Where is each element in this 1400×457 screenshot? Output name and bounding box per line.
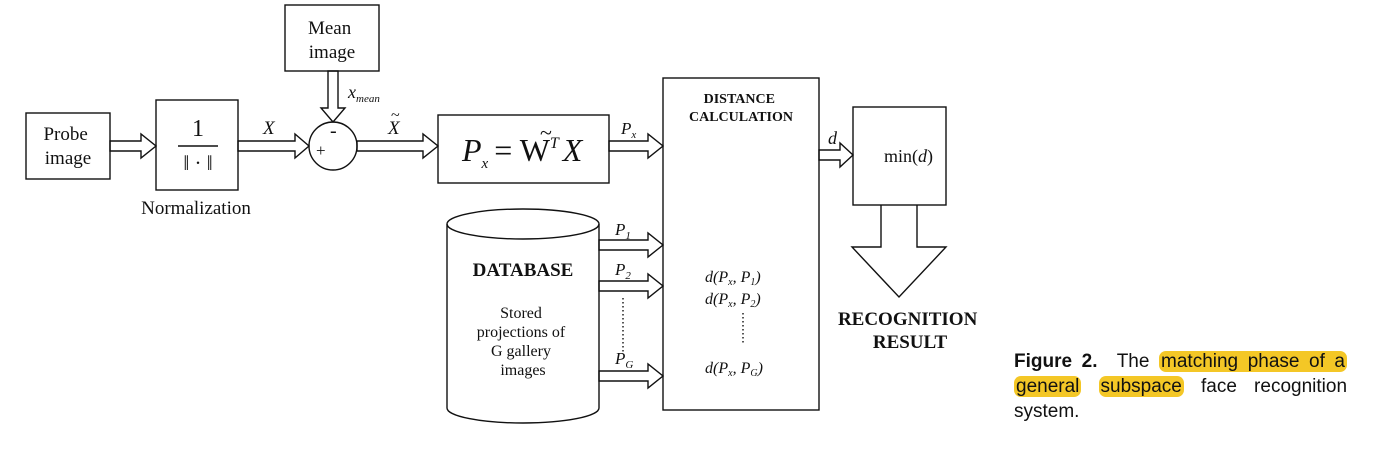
distance-row-g: d(Px, PG) (705, 360, 763, 379)
normalization-numerator: 1 (192, 116, 204, 142)
px-label: Px (620, 119, 636, 141)
caption-post: face recognition system. (1014, 376, 1348, 422)
min-box (852, 106, 947, 206)
distance-calculation-box (662, 77, 820, 411)
database-title: DATABASE (473, 260, 574, 281)
projection-tilde-accent: ~ (540, 120, 552, 145)
distance-title: DISTANCE CALCULATION (689, 92, 793, 125)
distance-row-2: d(Px, P2) (705, 291, 761, 310)
arrow-mean-to-summer (319, 70, 347, 124)
arrow-db-p2 (598, 272, 665, 300)
arrow-probe-to-normalization (109, 132, 158, 160)
caption-pre: The (1116, 351, 1150, 372)
arrow-projection-to-distance (608, 132, 665, 160)
distance-row-1: d(Px, P1) (705, 269, 761, 288)
caption-label: Figure 2. (1014, 351, 1098, 372)
pg-label: PG (614, 349, 633, 371)
plus-sign: + (316, 141, 326, 160)
mean-image-label: Mean image (308, 18, 356, 63)
arrow-result (850, 205, 948, 299)
normalization-denominator: ‖ · ‖ (183, 151, 212, 175)
caption-highlight-1: matching phase of a (1159, 351, 1348, 372)
x-tilde-label: X (387, 118, 401, 139)
subspace-recognition-diagram: Probe image 1 ‖ · ‖ Normalization X Mean… (25, 4, 982, 424)
normalization-label: Normalization (141, 198, 251, 219)
database-description: Stored projections of G gallery images (477, 305, 569, 379)
caption-highlight-2: general (1014, 376, 1082, 397)
p2-label: P2 (614, 260, 631, 282)
min-label: min(d) (884, 146, 933, 167)
normalization-box (155, 99, 239, 191)
arrow-normalization-to-summer (237, 132, 311, 160)
x-tilde-accent: ~ (391, 107, 400, 124)
d-label: d (828, 128, 838, 148)
arrow-summer-to-projection (356, 132, 440, 160)
arrow-db-pg (598, 362, 665, 390)
x-label: X (262, 118, 276, 139)
database-cylinder (446, 208, 600, 424)
x-mean-label: xmean (347, 82, 380, 105)
caption-highlight-3: subspace (1098, 376, 1184, 397)
p1-label: P1 (614, 220, 631, 242)
recognition-result-label: RECOGNITION RESULT (838, 309, 982, 353)
figure-caption: Figure 2. The matching phase of a genera… (1014, 349, 1348, 424)
arrow-db-p1 (598, 231, 665, 259)
minus-sign: - (330, 120, 337, 142)
arrow-distance-to-min (818, 141, 855, 169)
probe-label: Probe image (43, 124, 92, 169)
probe-image-box (25, 112, 111, 180)
